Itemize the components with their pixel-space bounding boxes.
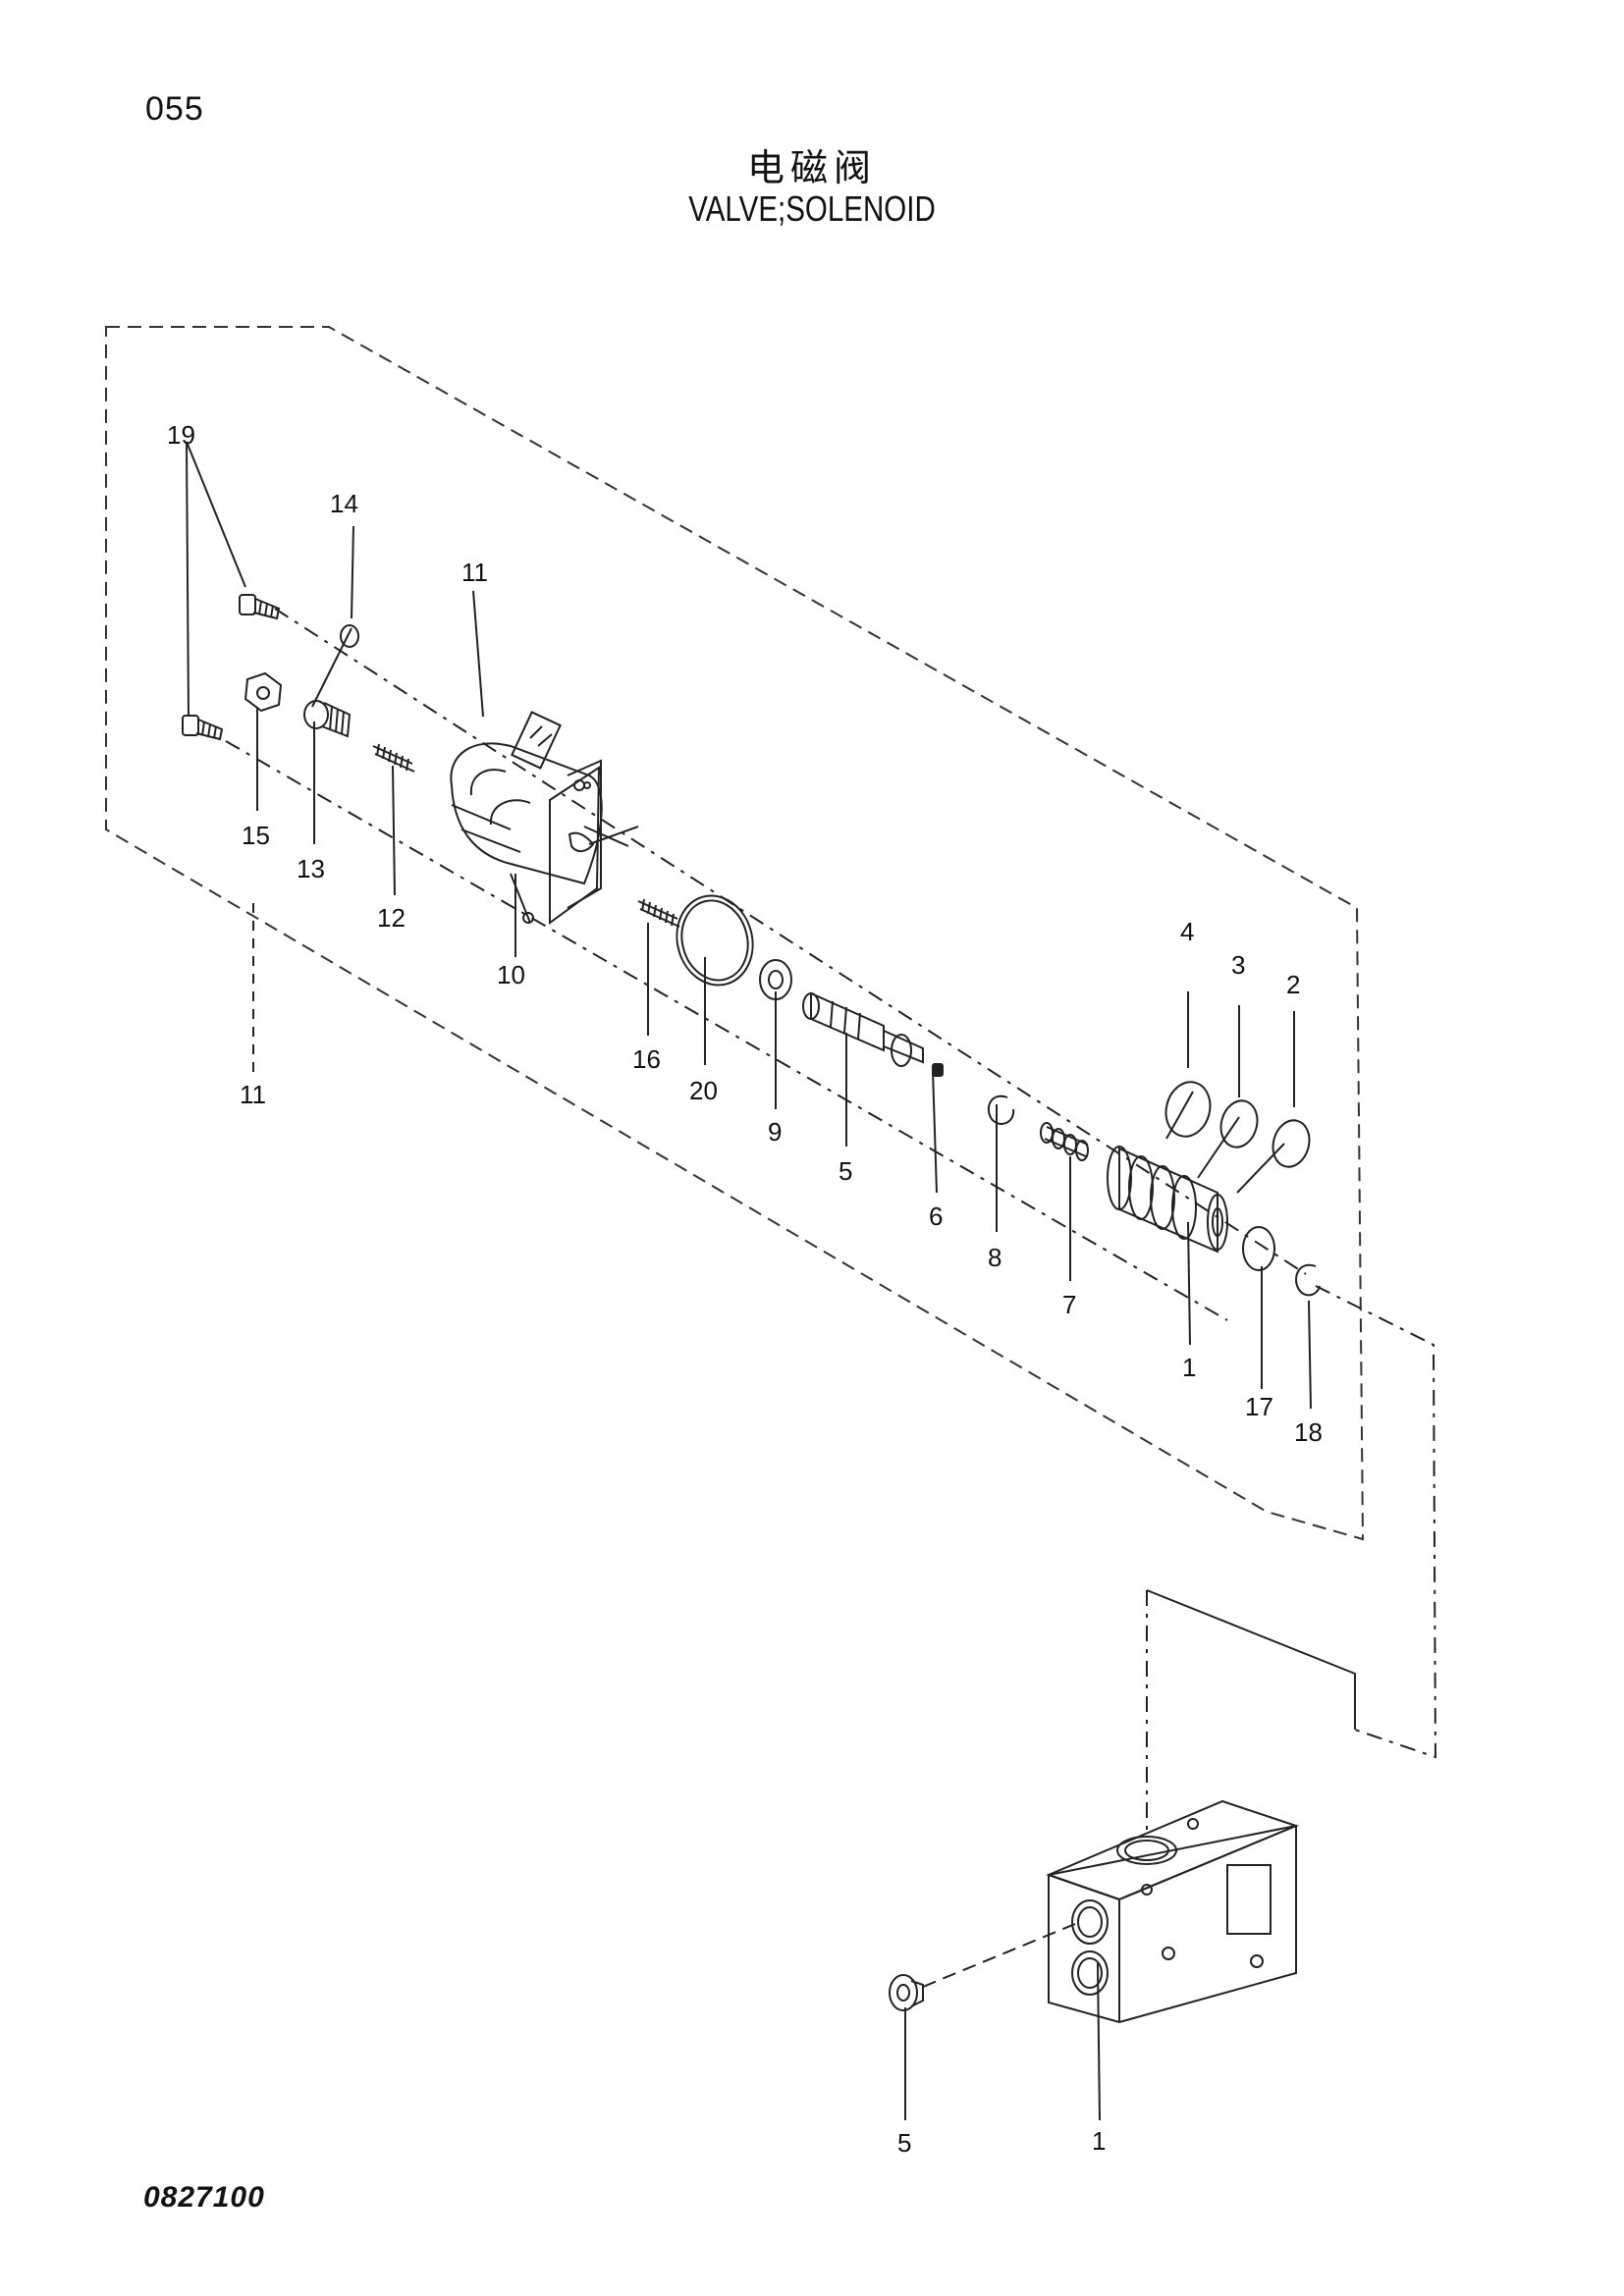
o-ring-20 xyxy=(676,894,754,987)
callout-5: 5 xyxy=(839,1156,852,1186)
callout-18: 18 xyxy=(1294,1417,1323,1447)
washer-9 xyxy=(759,959,792,1000)
drawing-number: 0827100 xyxy=(143,2181,265,2214)
callout-2: 2 xyxy=(1286,970,1300,999)
exploded-axis xyxy=(1146,1589,1356,1730)
callout-14: 14 xyxy=(330,489,358,518)
screw-19-upper xyxy=(239,594,281,620)
spring-7 xyxy=(1040,1122,1089,1161)
plug-5 xyxy=(889,1974,924,2011)
spring-12 xyxy=(372,743,415,773)
nut-15 xyxy=(244,671,283,713)
valve-body-block xyxy=(1046,1799,1299,2024)
callout-1: 1 xyxy=(1182,1353,1196,1382)
callout-13: 13 xyxy=(297,854,325,883)
sleeve-1 xyxy=(1107,1146,1228,1254)
callout-17: 17 xyxy=(1245,1392,1273,1421)
callout-11: 11 xyxy=(240,1080,266,1109)
o-ring-14 xyxy=(340,624,359,648)
callout-15: 15 xyxy=(242,821,270,850)
assembly-boundary xyxy=(105,326,1365,1541)
callout-8: 8 xyxy=(988,1243,1001,1272)
title-english: VALVE;SOLENOID xyxy=(688,188,936,229)
solenoid-coil-10 xyxy=(450,711,639,925)
o-ring-3 xyxy=(1219,1099,1259,1148)
adjust-screw-13 xyxy=(303,700,352,738)
exploded-axis xyxy=(1315,1285,1437,1759)
spring-16 xyxy=(637,898,680,928)
callout-3: 3 xyxy=(1231,950,1245,980)
exploded-axis xyxy=(225,740,1228,1321)
spool-5 xyxy=(802,991,924,1067)
snap-ring-8 xyxy=(987,1095,1015,1125)
exploded-axis xyxy=(274,608,1307,1275)
plug-17 xyxy=(1242,1226,1275,1271)
callout-4: 4 xyxy=(1180,917,1194,946)
o-ring-4 xyxy=(1164,1081,1212,1138)
callout-9: 9 xyxy=(768,1117,782,1147)
callout-7: 7 xyxy=(1062,1290,1076,1319)
callout-12: 12 xyxy=(377,903,406,933)
callout-20: 20 xyxy=(689,1076,718,1105)
title-chinese: 电磁阀 xyxy=(746,146,877,189)
callout-6: 6 xyxy=(929,1201,943,1231)
callout-1: 1 xyxy=(1092,2126,1106,2156)
callout-16: 16 xyxy=(632,1044,661,1074)
callout-19: 19 xyxy=(167,420,195,450)
page-number: 055 xyxy=(145,90,204,128)
snap-ring-18 xyxy=(1295,1263,1321,1297)
pin-6 xyxy=(932,1063,944,1077)
callout-5: 5 xyxy=(897,2128,911,2158)
screw-19-lower xyxy=(182,715,224,741)
callout-11: 11 xyxy=(461,558,488,587)
callout-10: 10 xyxy=(497,960,525,989)
o-ring-2 xyxy=(1272,1119,1311,1168)
